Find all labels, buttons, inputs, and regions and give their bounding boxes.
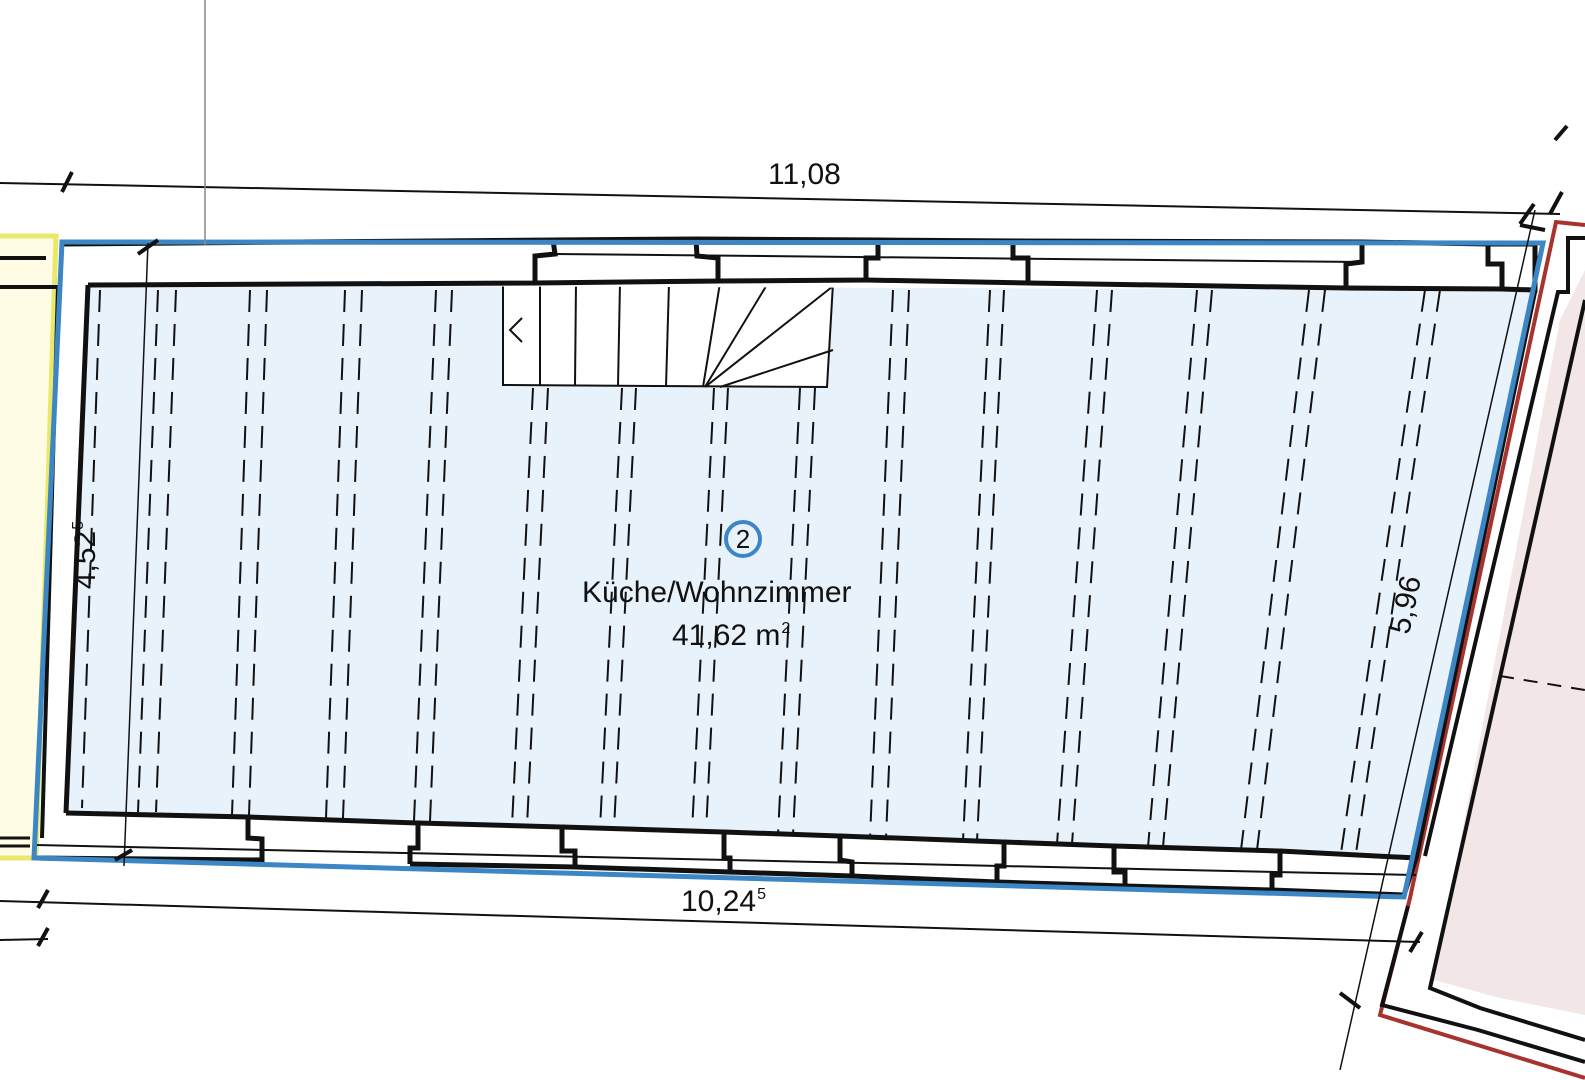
room-area: 41,62 m2 [672,621,790,651]
wall-top [61,236,1538,293]
room-area-value: 41,62 m [672,619,781,652]
room-area-unit-superscript: 2 [781,620,791,637]
staircase [502,282,838,389]
room-name: Küche/Wohnzimmer [582,576,852,609]
dimension-top: 11,08 [768,160,841,190]
room-number: 2 [735,524,751,554]
wall-bottom [35,810,1420,898]
ceiling-beams [81,289,1531,854]
dimension-left: 4,525 [69,520,103,590]
dimension-left-value: 4,52 [69,530,103,590]
dimension-bottom-superscript: 5 [757,886,766,903]
room-number-badge: 2 [724,520,762,558]
dimension-left-superscript: 5 [70,520,88,530]
dimension-bottom-value: 10,24 [681,885,757,918]
neighbor-room-right [1377,219,1585,1080]
dimension-top-value: 11,08 [768,158,841,191]
wall-left [63,284,91,814]
dimension-bottom: 10,245 [681,887,766,917]
room-outline [31,239,1547,900]
